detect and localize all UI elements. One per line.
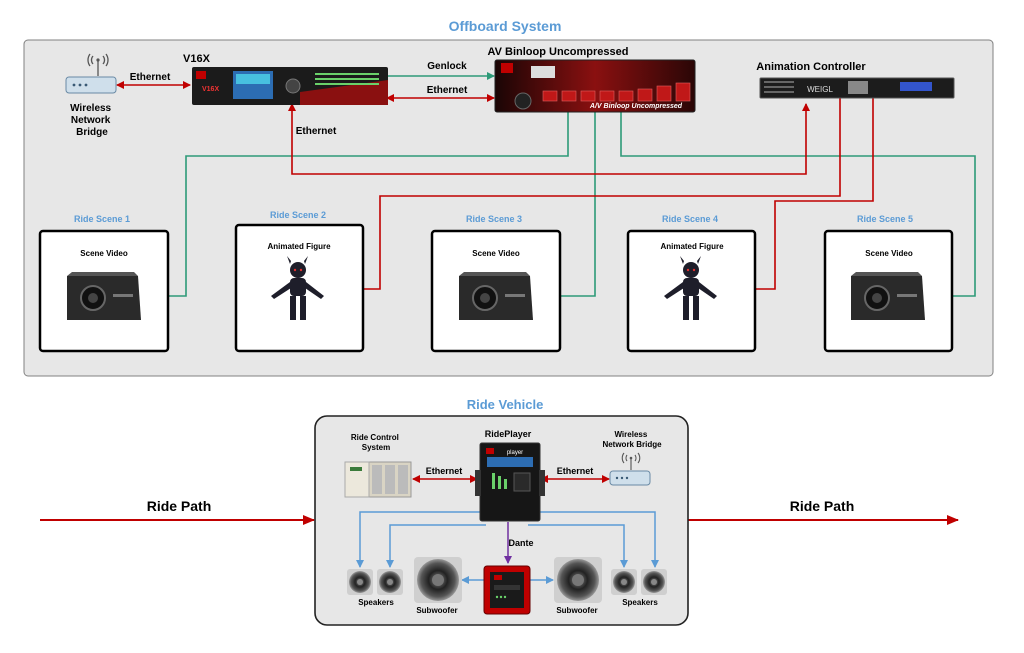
animatronic-figure-icon	[271, 256, 324, 320]
wireless-bridge-offboard-label: Wireless Network Bridge	[70, 103, 114, 138]
rideplayer-brand: player	[507, 450, 523, 456]
av-binloop-panel-text: A/V Binloop Uncompressed	[589, 103, 683, 110]
ride-scene-title: Ride Scene 4	[662, 214, 718, 224]
ride-scene-3: Ride Scene 3 Scene Video	[430, 214, 562, 353]
wireless-bridge-vehicle-label: Wireless Network Bridge	[602, 430, 662, 449]
ethernet-label-binloop: Ethernet	[427, 85, 468, 96]
v16x-label: V16X	[183, 53, 211, 65]
scene-content-label: Scene Video	[865, 249, 913, 258]
ride-control-system: Ride Control System	[344, 433, 412, 498]
animation-controller-label: Animation Controller	[756, 61, 866, 73]
subwoofer-right: Subwoofer	[554, 557, 602, 615]
ethernet-label-bridge: Ethernet	[130, 72, 171, 83]
scene-content-label: Animated Figure	[267, 242, 331, 251]
scene-content-label: Scene Video	[472, 249, 520, 258]
speakers-right: Speakers	[611, 569, 667, 607]
ride-scene-4: Ride Scene 4 Animated Figure	[626, 214, 757, 353]
wifi-icon	[87, 53, 109, 76]
ride-scene-5: Ride Scene 5 Scene Video	[823, 214, 954, 353]
vehicle-ethernet-label-left: Ethernet	[426, 466, 463, 476]
weigl-brand: WEIGL	[807, 85, 833, 94]
genlock-label: Genlock	[427, 61, 467, 72]
projector-icon	[67, 272, 141, 320]
amplifier-device	[483, 565, 531, 615]
v16x-brand: V16X	[202, 86, 219, 93]
rideplayer-device: RidePlayer player	[475, 429, 545, 522]
vehicle-title: Ride Vehicle	[467, 397, 544, 412]
av-binloop-device: AV Binloop Uncompressed A/V Binloop Unco…	[488, 46, 696, 113]
speakers-left-label: Speakers	[358, 598, 394, 607]
ride-scene-title: Ride Scene 2	[270, 210, 326, 220]
projector-icon	[459, 272, 533, 320]
ride-scene-title: Ride Scene 3	[466, 214, 522, 224]
wireless-bridge-offboard: Wireless Network Bridge	[65, 53, 117, 138]
ride-path-label-right: Ride Path	[790, 498, 855, 514]
ride-scene-2: Ride Scene 2 Animated Figure	[234, 210, 365, 353]
ride-path-label-left: Ride Path	[147, 498, 212, 514]
ride-scene-1: Ride Scene 1 Scene Video	[38, 214, 170, 353]
ride-scene-title: Ride Scene 5	[857, 214, 913, 224]
rideplayer-label: RidePlayer	[485, 429, 532, 439]
audio-lines	[356, 511, 659, 584]
subwoofer-left: Subwoofer	[414, 557, 462, 615]
wireless-bridge-vehicle: Wireless Network Bridge	[602, 430, 662, 486]
v16x-device: V16X V16X	[183, 53, 388, 105]
wifi-icon	[621, 452, 641, 470]
scene-content-label: Scene Video	[80, 249, 128, 258]
av-binloop-label: AV Binloop Uncompressed	[488, 46, 629, 58]
offboard-title: Offboard System	[449, 18, 562, 34]
ethernet-label-down: Ethernet	[296, 126, 337, 137]
subwoofer-right-label: Subwoofer	[556, 606, 597, 615]
speakers-left: Speakers	[347, 569, 403, 607]
subwoofer-left-label: Subwoofer	[416, 606, 457, 615]
speakers-right-label: Speakers	[622, 598, 658, 607]
dante-label: Dante	[508, 538, 533, 548]
scene-content-label: Animated Figure	[660, 242, 724, 251]
vehicle-ethernet-label-right: Ethernet	[557, 466, 594, 476]
animatronic-figure-icon	[664, 256, 717, 320]
projector-icon	[851, 272, 925, 320]
animation-controller-device: Animation Controller WEIGL	[756, 61, 955, 99]
ride-control-label: Ride Control System	[351, 433, 401, 452]
ride-scene-title: Ride Scene 1	[74, 214, 130, 224]
